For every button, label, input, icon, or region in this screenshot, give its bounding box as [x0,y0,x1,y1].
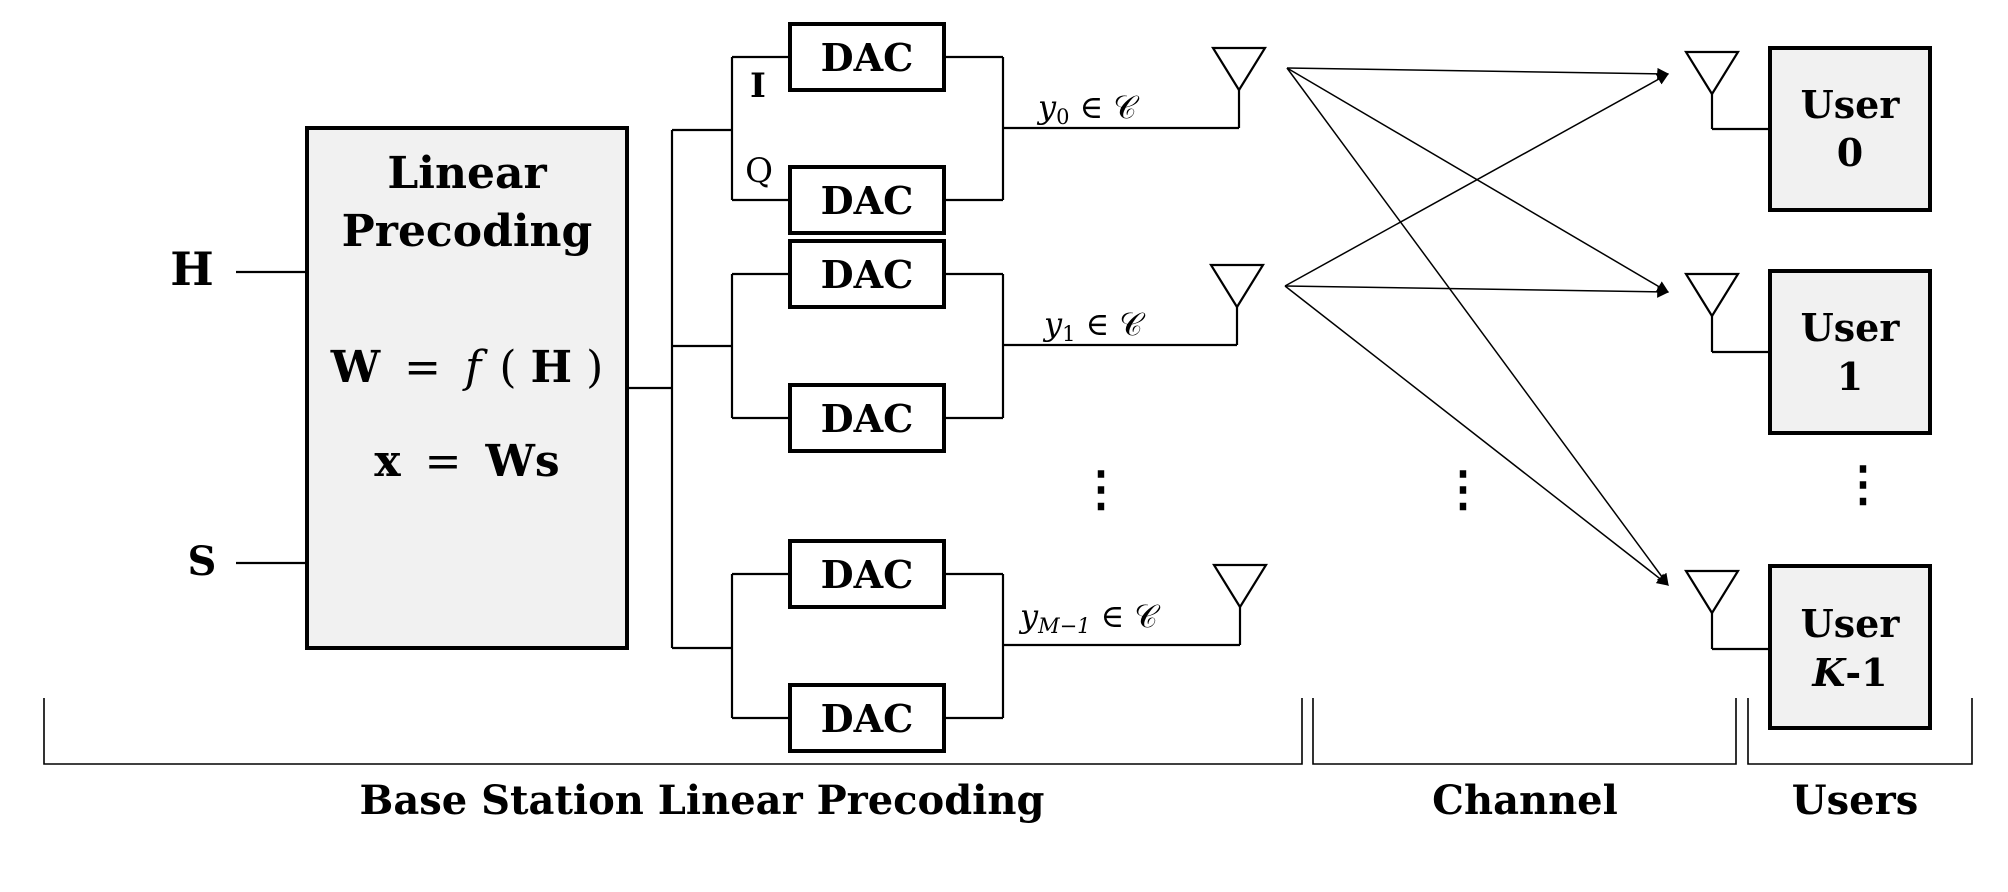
dac-label: DAC [821,35,914,80]
dac-box [788,165,946,235]
antenna-icon [1211,46,1267,93]
precoder-title-line1: Linear [387,148,547,199]
antenna-icon [1684,272,1740,319]
antenna-ellipsis: ⋮ [1077,461,1125,517]
precoder-equation-x: x = Ws [374,436,559,487]
section-label-base-station: Base Station Linear Precoding [360,777,1045,824]
eq-w-arg: H [531,342,573,393]
user-box [1768,46,1932,212]
user-box [1768,269,1932,435]
dac-box [788,22,946,92]
user-0: User 0 [1684,46,1932,212]
i-branch-label: I [750,66,766,106]
user-1: User 1 [1684,269,1932,435]
dac-label: DAC [821,396,914,441]
linear-precoding-block [305,126,629,650]
svg-text:0: 0 [1837,130,1863,175]
eq-w-open: ( [499,342,516,393]
users-bracket [1747,698,1973,765]
dac-label: DAC [821,178,914,223]
antenna-icon [1209,263,1265,310]
channel-bracket [1312,698,1737,765]
rf-chain-0: DAC DAC I Q y0∈ 𝒞 [730,22,1267,235]
rf-chain-m-minus-1: DAC DAC yM−1∈ 𝒞 [730,539,1268,753]
dac-box [788,683,946,753]
precoder-title-line2: Precoding [342,206,593,257]
dac-label: DAC [821,252,914,297]
section-label-channel: Channel [1432,777,1618,824]
antenna-icon [1684,569,1740,616]
output-y0: y0∈ 𝒞 [1036,88,1139,129]
dac-label: DAC [821,696,914,741]
output-ym1: yM−1∈ 𝒞 [1018,597,1160,638]
channel-ellipsis: ⋮ [1439,461,1487,517]
user-ellipsis: ⋮ [1839,456,1887,512]
dac-box [788,239,946,309]
user-k-minus-1: User K-1 [1684,564,1932,730]
eq-x-lhs: x [374,436,401,487]
antenna-icon [1212,563,1268,610]
base-station-bracket [43,698,1303,765]
eq-w-f: f [462,342,488,393]
output-y1: y1∈ 𝒞 [1042,305,1145,346]
channel-links [1284,67,1670,586]
svg-text:K-1: K-1 [1811,650,1887,695]
user-box [1768,564,1932,730]
input-h-label: H [170,242,213,296]
eq-w-equals: = [404,342,441,393]
svg-text:User: User [1801,82,1901,127]
section-label-users: Users [1792,777,1918,824]
rf-chain-1: DAC DAC y1∈ 𝒞 [730,239,1265,453]
svg-text:User: User [1801,305,1901,350]
precoder-equation-w: W = f ( H ) [330,342,604,393]
eq-w-close: ) [586,342,603,393]
dac-label: DAC [821,552,914,597]
q-branch-label: Q [745,151,773,191]
antenna-icon [1684,50,1740,97]
eq-w-lhs: W [330,342,381,393]
eq-x-equals: = [425,436,462,487]
eq-x-rhs: Ws [484,436,559,487]
svg-text:User: User [1801,601,1901,646]
svg-text:1: 1 [1837,354,1863,399]
input-s-label: S [188,538,217,585]
dac-box [788,539,946,609]
